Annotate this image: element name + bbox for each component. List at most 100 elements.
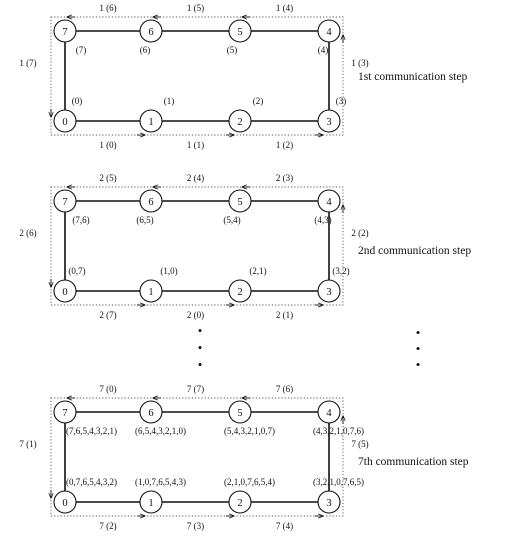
node-label: 5	[237, 197, 242, 208]
processor-node-3: 3	[317, 279, 341, 303]
processor-node-4: 4	[317, 189, 341, 213]
node-data-label: (5)	[227, 45, 238, 55]
node-data-label: (2,1)	[249, 266, 266, 276]
node-data-label: (3,2)	[332, 266, 349, 276]
node-circle	[139, 109, 163, 133]
node-data-label: (5,4)	[223, 215, 240, 225]
ellipsis-markers: ••••••	[198, 323, 421, 372]
node-circle	[139, 19, 163, 43]
top-edge-label: 7 (7)	[187, 384, 204, 394]
top-edge-label: 1 (6)	[99, 3, 116, 13]
processor-node-0: 0	[53, 279, 77, 303]
top-edge-label: 7 (6)	[276, 384, 293, 394]
ellipsis-dot: •	[416, 325, 421, 340]
node-data-label: (6,5,4,3,2,1,0)	[135, 426, 186, 436]
node-circle	[53, 279, 77, 303]
node-circle	[53, 109, 77, 133]
node-label: 3	[326, 498, 331, 509]
node-circle	[53, 19, 77, 43]
node-circle	[228, 189, 252, 213]
node-circle	[228, 490, 252, 514]
node-data-label: (4,3)	[314, 215, 331, 225]
step-title: 2nd communication step	[358, 245, 471, 257]
left-edge-label: 1 (7)	[19, 58, 36, 68]
node-data-label: (1,0,7,6,5,4,3)	[135, 477, 186, 487]
node-label: 2	[237, 498, 242, 509]
node-label: 0	[62, 287, 67, 298]
node-circle	[139, 490, 163, 514]
ellipsis-dot: •	[198, 323, 203, 338]
node-label: 2	[237, 287, 242, 298]
node-data-label: (4,3,2,1,0,7,6)	[313, 426, 364, 436]
node-data-label: (7,6,5,4,3,2,1)	[66, 426, 117, 436]
processor-node-5: 5	[228, 400, 252, 424]
node-circle	[228, 109, 252, 133]
node-circle	[317, 109, 341, 133]
node-circle	[317, 490, 341, 514]
top-edge-label: 1 (4)	[276, 3, 293, 13]
node-label: 1	[148, 498, 153, 509]
top-edge-label: 7 (0)	[99, 384, 116, 394]
processor-node-6: 6	[139, 189, 163, 213]
node-data-label: (1,0)	[160, 266, 177, 276]
top-edge-label: 2 (4)	[187, 173, 204, 183]
processor-node-3: 3	[317, 109, 341, 133]
bottom-edge-label: 2 (7)	[99, 310, 116, 320]
processor-node-0: 0	[53, 490, 77, 514]
top-edge-label: 2 (5)	[99, 173, 116, 183]
node-label: 6	[148, 408, 153, 419]
processor-node-0: 0	[53, 109, 77, 133]
node-label: 0	[62, 498, 67, 509]
processor-node-3: 3	[317, 490, 341, 514]
node-label: 3	[326, 287, 331, 298]
bottom-edge-label: 1 (1)	[187, 140, 204, 150]
node-label: 1	[148, 117, 153, 128]
node-label: 2	[237, 117, 242, 128]
node-circle	[228, 279, 252, 303]
right-edge-label: 2 (2)	[351, 228, 368, 238]
node-circle	[139, 189, 163, 213]
node-data-label: (1)	[164, 96, 175, 106]
node-label: 4	[326, 27, 332, 38]
processor-node-2: 2	[228, 279, 252, 303]
processor-node-7: 7	[53, 19, 77, 43]
node-circle	[317, 19, 341, 43]
top-edge-label: 2 (3)	[276, 173, 293, 183]
node-data-label: (6,5)	[136, 215, 153, 225]
node-label: 6	[148, 27, 153, 38]
left-edge-label: 2 (6)	[19, 228, 36, 238]
node-circle	[317, 279, 341, 303]
right-edge-label: 7 (5)	[351, 439, 368, 449]
node-circle	[53, 490, 77, 514]
processor-node-4: 4	[317, 400, 341, 424]
ellipsis-dot: •	[416, 357, 421, 372]
processor-node-2: 2	[228, 109, 252, 133]
processor-node-5: 5	[228, 189, 252, 213]
node-data-label: (7,6)	[72, 215, 89, 225]
node-label: 7	[62, 27, 67, 38]
processor-node-6: 6	[139, 19, 163, 43]
processor-node-1: 1	[139, 279, 163, 303]
right-edge-label: 1 (3)	[351, 58, 368, 68]
bottom-edge-label: 7 (2)	[99, 521, 116, 531]
bottom-edge-label: 7 (3)	[187, 521, 204, 531]
ring-dotted-path	[50, 397, 344, 517]
node-label: 0	[62, 117, 67, 128]
node-label: 3	[326, 117, 331, 128]
node-label: 1	[148, 287, 153, 298]
node-label: 4	[326, 197, 332, 208]
processor-node-7: 7	[53, 189, 77, 213]
node-data-label: (5,4,3,2,1,0,7)	[224, 426, 275, 436]
node-label: 7	[62, 197, 67, 208]
bottom-edge-label: 1 (2)	[276, 140, 293, 150]
node-circle	[317, 400, 341, 424]
node-circle	[228, 19, 252, 43]
top-edge-label: 1 (5)	[187, 3, 204, 13]
processor-node-7: 7	[53, 400, 77, 424]
processor-node-2: 2	[228, 490, 252, 514]
node-circle	[317, 189, 341, 213]
node-data-label: (0,7)	[68, 266, 85, 276]
